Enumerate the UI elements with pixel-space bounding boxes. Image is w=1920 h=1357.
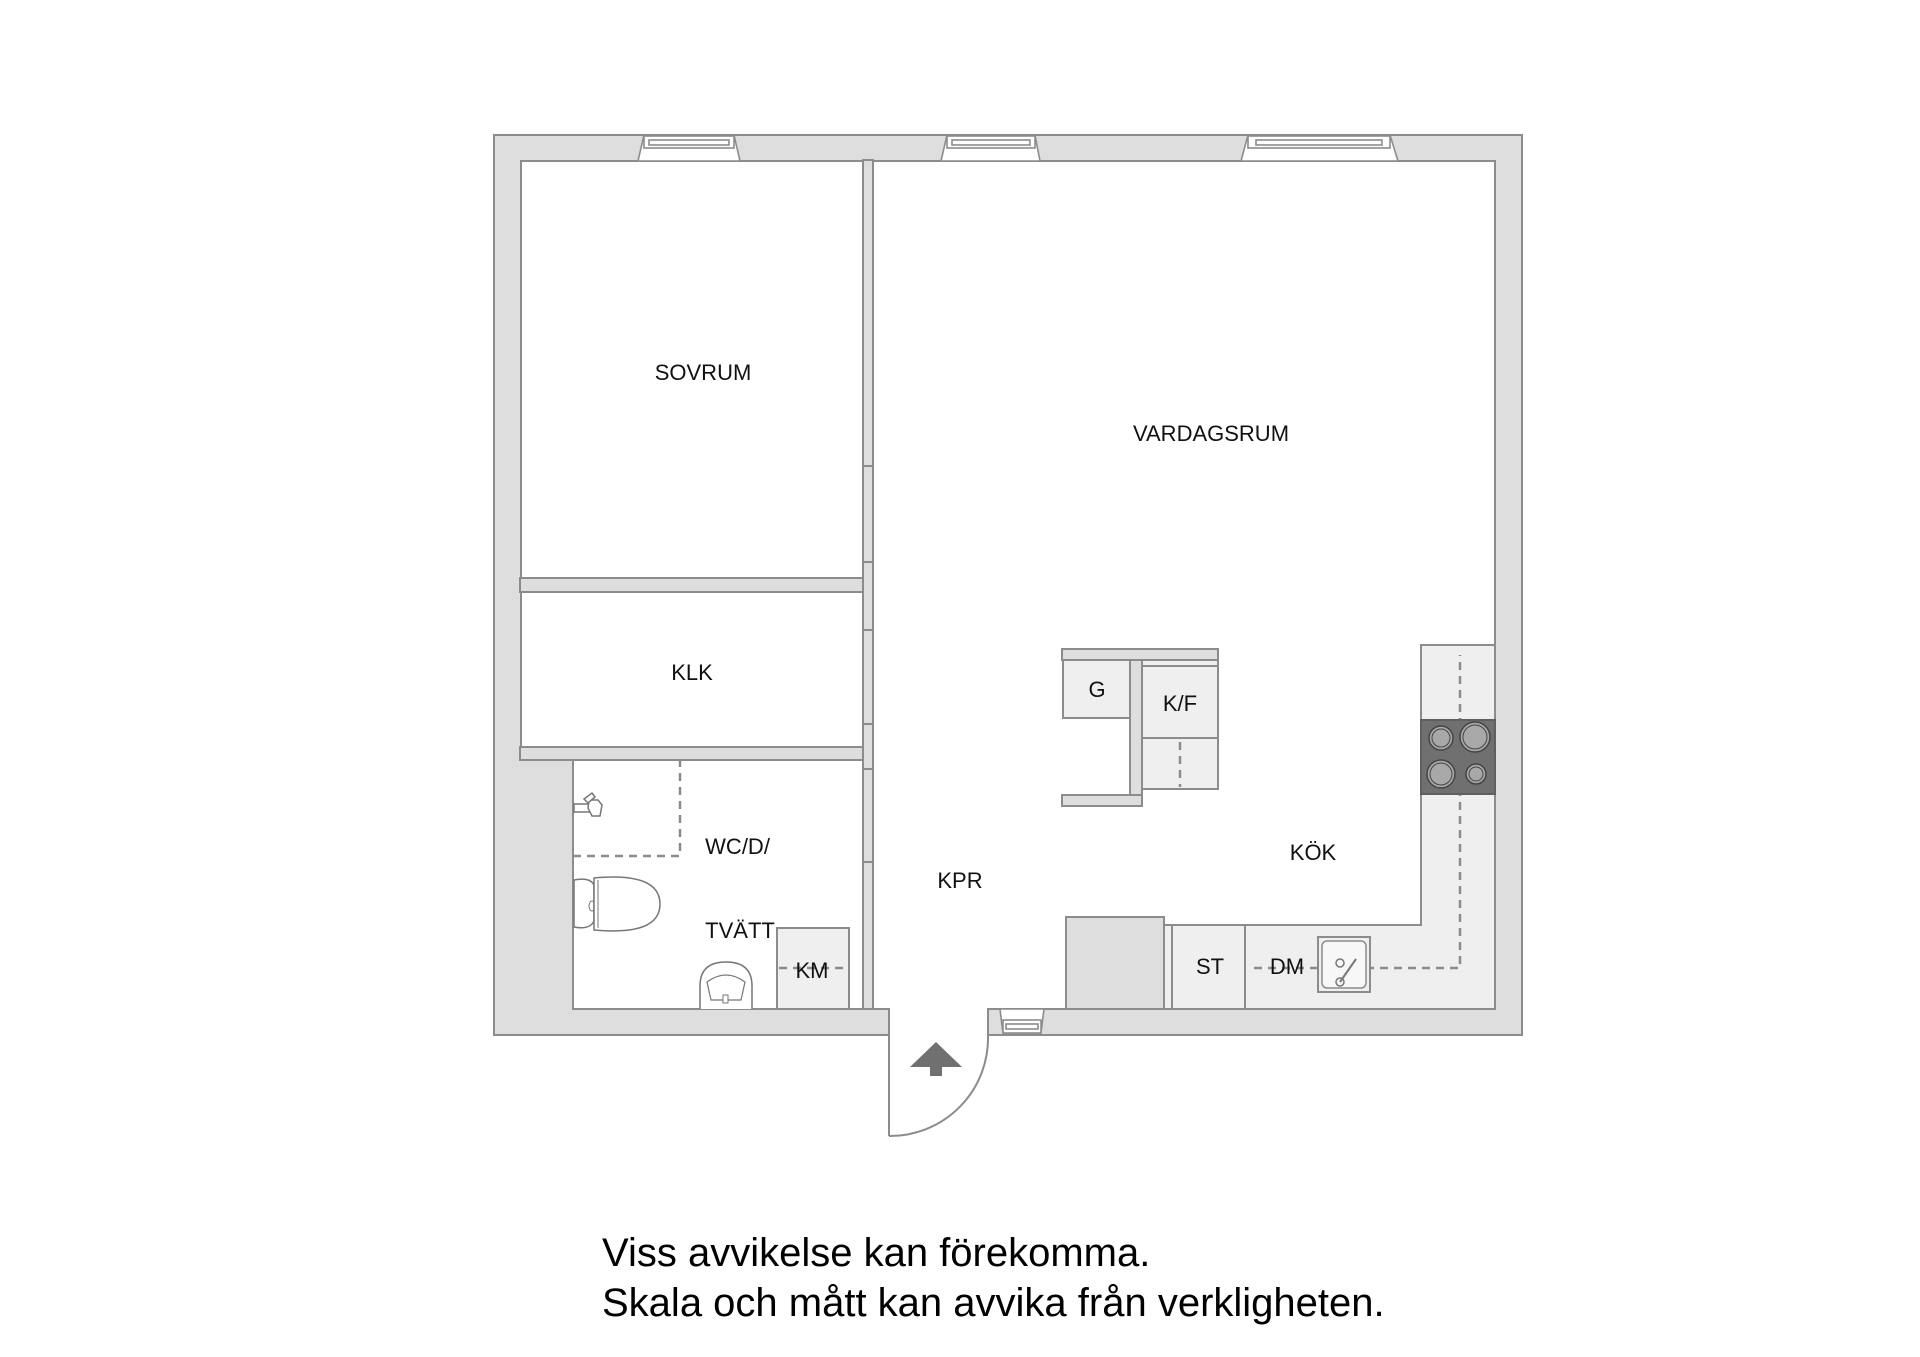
disclaimer-line-2: Skala och mått kan avvika från verklighe…	[602, 1281, 1385, 1325]
window-3	[1239, 134, 1400, 162]
label-g: G	[1088, 677, 1106, 702]
room-sovrum	[520, 160, 864, 579]
appliance-km	[776, 927, 850, 1010]
room-floors	[520, 160, 1496, 1036]
label-wc-line2: TVÄTT	[705, 918, 775, 943]
label-kpr: KPR	[937, 868, 983, 893]
label-st: ST	[1195, 954, 1225, 979]
label-kf: K/F	[1162, 691, 1198, 716]
cooktop-icon	[1420, 719, 1496, 795]
window-2	[939, 134, 1041, 162]
label-wc: WC/D/ TVÄTT	[705, 777, 775, 973]
sink-icon	[1317, 936, 1371, 993]
window-1	[636, 134, 742, 162]
label-kok: KÖK	[1289, 840, 1337, 865]
washbasin-icon	[699, 961, 753, 1009]
window-icon	[636, 134, 1400, 1034]
label-dm: DM	[1269, 954, 1305, 979]
disclaimer: Viss avvikelse kan förekomma. Skala och …	[602, 1228, 1385, 1328]
appliance-kf	[1141, 665, 1219, 739]
window-4	[999, 1008, 1045, 1034]
label-sovrum: SOVRUM	[654, 360, 752, 385]
disclaimer-line-1: Viss avvikelse kan förekomma.	[602, 1231, 1151, 1275]
shower-icon	[573, 760, 682, 858]
label-km: KM	[795, 958, 829, 983]
interior-walls	[519, 159, 1165, 1010]
label-vardagsrum: VARDAGSRUM	[1132, 421, 1290, 446]
door-swing-icon	[888, 1009, 990, 1138]
toilet-icon	[573, 876, 661, 932]
appliance-island	[1061, 648, 1219, 807]
entrance-arrow-icon	[910, 1042, 962, 1076]
label-klk: KLK	[671, 660, 713, 685]
room-vardagsrum-kok-kpr	[872, 160, 1496, 1036]
label-wc-line1: WC/D/	[705, 834, 770, 859]
appliance-g	[1062, 659, 1131, 719]
